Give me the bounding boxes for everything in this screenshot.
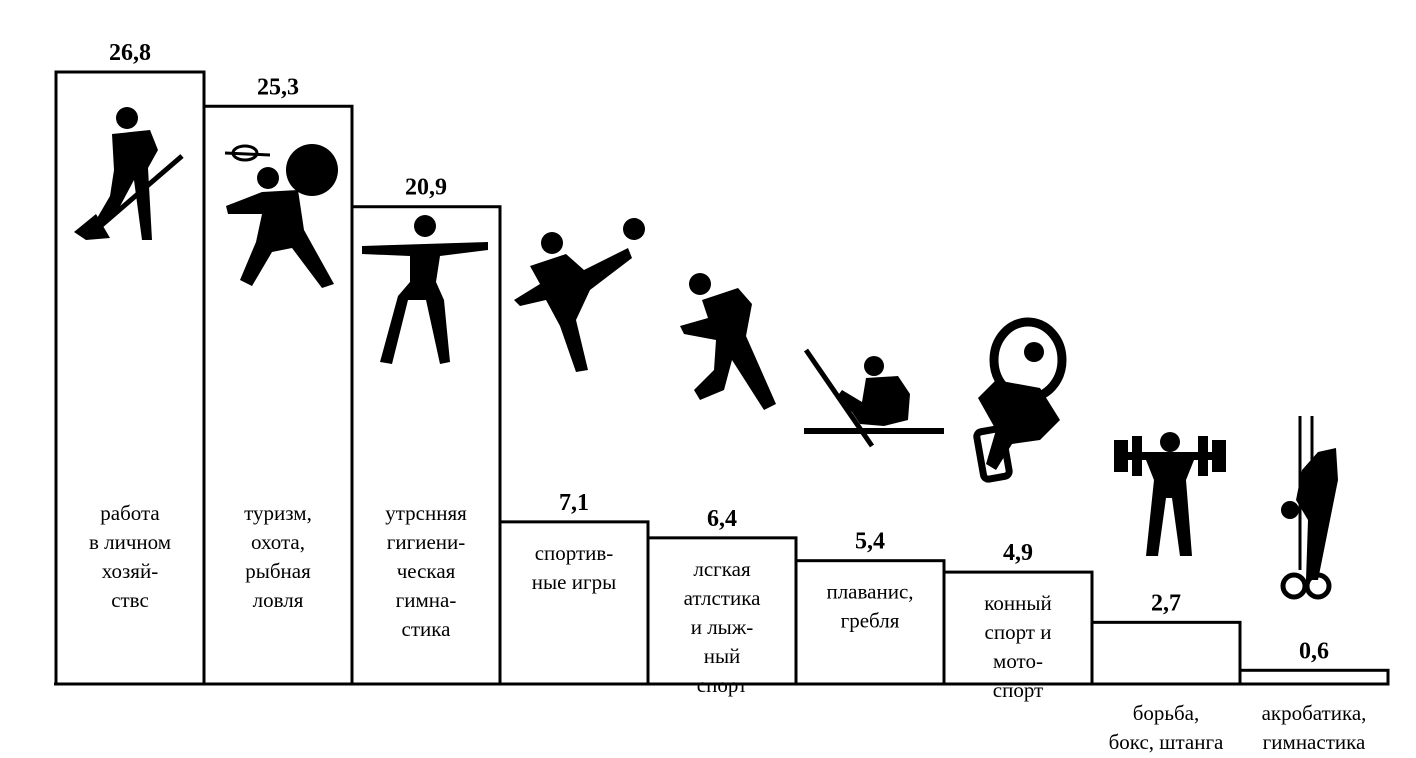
data-label: 4,9 [1003, 540, 1033, 566]
bar [498, 520, 650, 686]
bar [646, 536, 798, 686]
data-label: 26,8 [109, 40, 151, 66]
bar [794, 559, 946, 686]
data-label: 2,7 [1151, 590, 1181, 616]
rower-icon [803, 348, 944, 448]
runner-icon [680, 273, 776, 410]
bar-group: 2,7 борьба,бокс, штанга [1090, 432, 1242, 754]
data-label: 5,4 [855, 529, 885, 555]
category-label: спортив-ные игры [532, 541, 616, 594]
motorcyclist-icon [973, 317, 1067, 483]
bar-group: 0,6 акробатика,гимнастика [1238, 416, 1390, 754]
gymnast-arms-outstretched-icon [362, 215, 488, 364]
soccer-kick-icon [514, 218, 645, 372]
bar-group: 7,1 спортив-ные игры [498, 218, 650, 686]
data-label: 20,9 [405, 175, 447, 201]
bar [1238, 668, 1390, 686]
category-label: акробатика,гимнастика [1262, 701, 1367, 754]
ring-gymnast-icon [1280, 416, 1338, 600]
category-label: борьба,бокс, штанга [1109, 701, 1224, 754]
hiker-with-backpack-icon [224, 144, 338, 288]
data-label: 0,6 [1299, 638, 1329, 664]
data-label: 25,3 [257, 74, 299, 100]
category-label: плаванис,гребля [826, 580, 913, 633]
weightlifter-icon [1114, 432, 1226, 556]
data-label: 6,4 [707, 506, 737, 532]
data-label: 7,1 [559, 490, 589, 516]
bar [1090, 620, 1242, 686]
bar-group: 5,4 плаванис,гребля [794, 348, 946, 686]
digging-person-icon [74, 107, 184, 240]
